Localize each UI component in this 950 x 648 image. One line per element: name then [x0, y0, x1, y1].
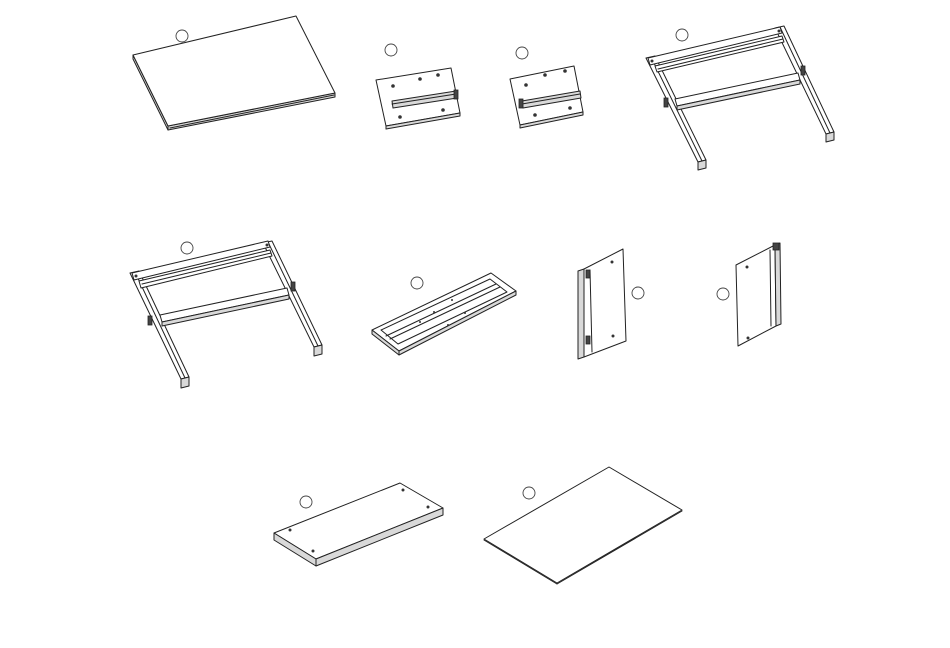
- callout-tray-frame: [411, 277, 423, 289]
- part-bottom-sheet: [484, 467, 682, 584]
- callout-hinge-plate-right: [516, 47, 528, 59]
- part-leg-frame-right: [646, 26, 834, 170]
- callout-hinge-plate-left: [385, 44, 397, 56]
- part-shelf-board: [274, 483, 443, 566]
- callout-bottom-sheet: [523, 487, 535, 499]
- callout-leg-frame-left: [181, 242, 193, 254]
- callout-shelf-board: [300, 496, 312, 508]
- callout-tabletop-board: [176, 30, 188, 42]
- part-tray-frame: [372, 273, 516, 355]
- callout-side-door-panel-left: [632, 287, 644, 299]
- callout-leg-frame-right: [676, 29, 688, 41]
- part-hinge-plate-right: [510, 47, 583, 128]
- part-side-door-panel-right: [717, 243, 781, 346]
- part-tabletop-board: [133, 16, 335, 130]
- callout-side-door-panel-right: [717, 288, 729, 300]
- part-side-door-panel-left: [578, 249, 644, 359]
- part-leg-frame-left: [130, 241, 322, 388]
- part-hinge-plate-left: [376, 44, 460, 129]
